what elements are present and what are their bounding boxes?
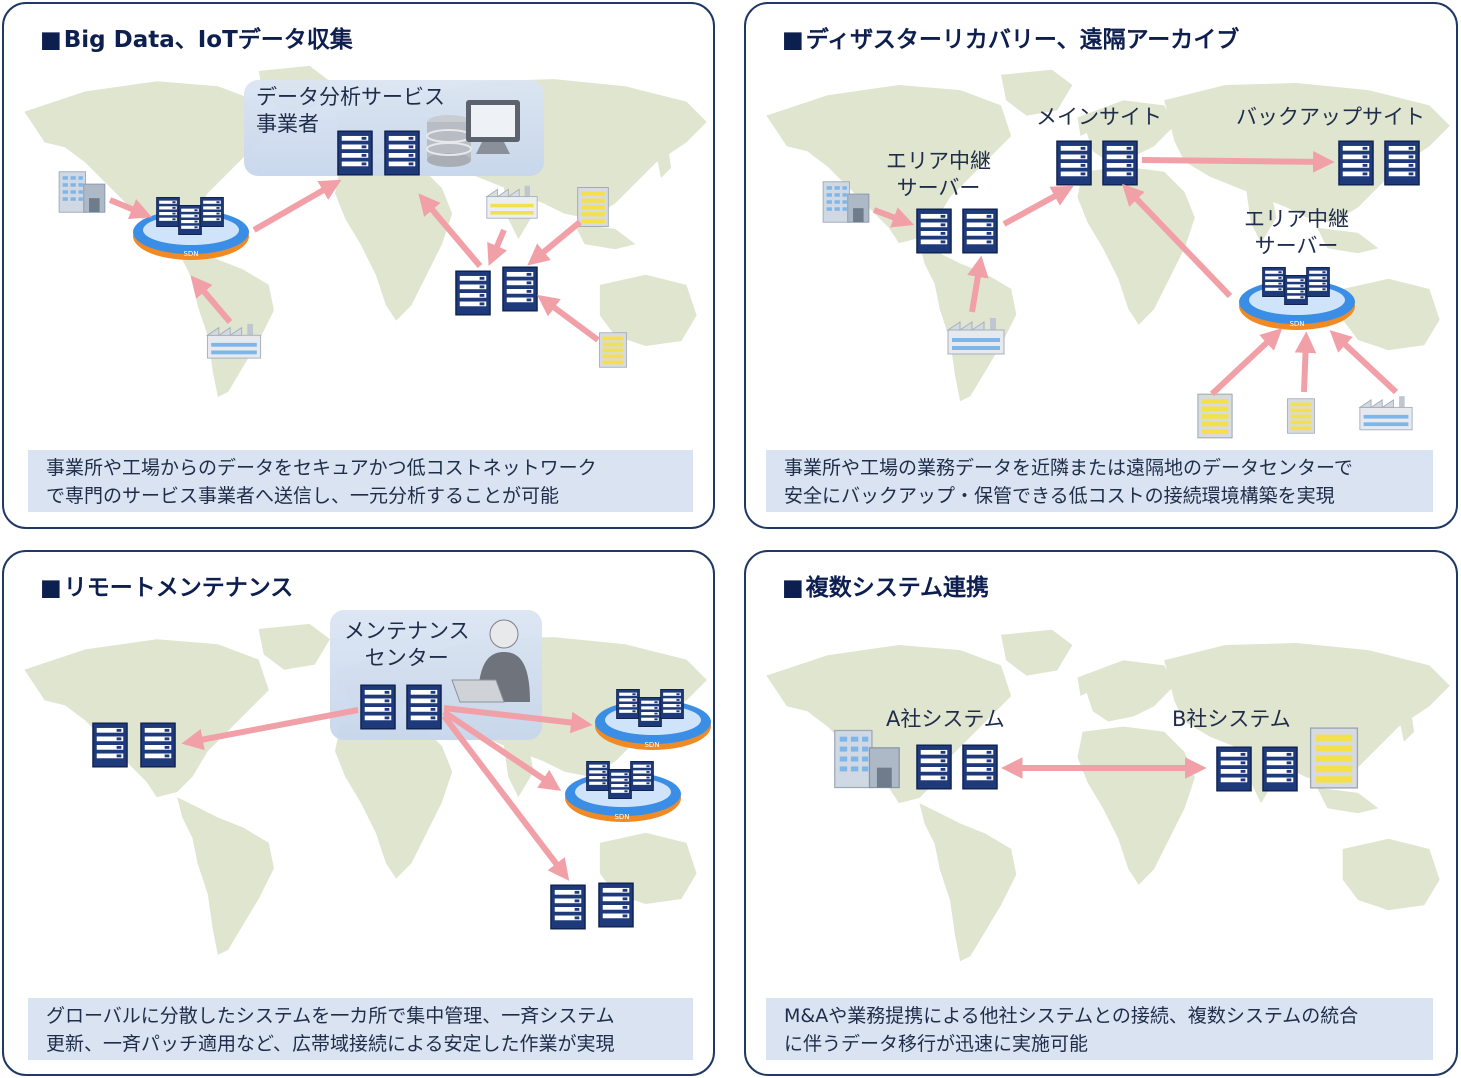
description-line: に伴うデータ移行が迅速に実施可能 bbox=[784, 1033, 1089, 1055]
server-icon bbox=[455, 270, 491, 316]
diagram-layer: SDN SDN bbox=[92, 619, 711, 930]
description-line: 事業所や工場からのデータをセキュアかつ低コストネットワーク bbox=[46, 457, 597, 479]
diagram-layer: SDN bbox=[58, 100, 627, 368]
description-line: 安全にバックアップ・保管できる低コストの接続環境構築を実現 bbox=[784, 485, 1335, 507]
server-icon bbox=[598, 882, 634, 928]
server-icon bbox=[384, 130, 420, 176]
arrow-icon bbox=[872, 151, 1399, 397]
operator-icon bbox=[451, 619, 530, 703]
diagram-layer bbox=[834, 727, 1359, 792]
database-icon bbox=[426, 115, 472, 167]
panel-title: ■リモートメンテナンス bbox=[40, 575, 294, 601]
office-building-icon bbox=[577, 186, 609, 228]
office-building-icon bbox=[1287, 398, 1315, 434]
monitor-icon bbox=[466, 100, 520, 154]
server-icon bbox=[1102, 140, 1138, 186]
main-site-label: メインサイト bbox=[1036, 105, 1162, 129]
office-building-icon bbox=[822, 181, 870, 223]
panel-description: グローバルに分散したシステムを一カ所で集中管理、一斉システム 更新、一斉パッチ適… bbox=[28, 998, 693, 1060]
arrow-icon bbox=[181, 705, 593, 881]
server-icon bbox=[1216, 746, 1252, 792]
server-icon bbox=[140, 722, 176, 768]
office-building-icon bbox=[58, 171, 106, 213]
office-building-icon bbox=[834, 729, 900, 789]
factory-icon bbox=[206, 323, 262, 359]
description-line: 更新、一斉パッチ適用など、広帯域接続による安定した作業が実現 bbox=[46, 1033, 615, 1055]
maintenance-center-label: メンテナンス センター bbox=[344, 619, 470, 670]
factory-icon bbox=[1359, 395, 1413, 431]
server-icon bbox=[92, 722, 128, 768]
arrow-icon bbox=[108, 179, 600, 343]
server-icon bbox=[550, 884, 586, 930]
relay-server-label: エリア中継 サーバー bbox=[886, 149, 991, 200]
factory-icon bbox=[947, 317, 1005, 355]
server-icon bbox=[1384, 140, 1420, 186]
server-icon bbox=[406, 684, 442, 730]
description-line: で専門のサービス事業者へ送信し、一元分析することが可能 bbox=[46, 485, 560, 507]
sdn-cloud-icon: SDN bbox=[1239, 266, 1355, 330]
svg-text:SDN: SDN bbox=[183, 250, 198, 258]
server-icon bbox=[502, 266, 538, 312]
svg-text:SDN: SDN bbox=[1289, 320, 1304, 328]
panel-multi-system: ■複数システム連携 A社システム B社システム M&Aや業務提携による他社システ… bbox=[744, 550, 1458, 1076]
svg-text:SDN: SDN bbox=[614, 813, 629, 821]
server-icon bbox=[962, 208, 998, 254]
office-building-icon bbox=[599, 332, 627, 368]
panel-remote-maintenance: ■リモートメンテナンス メンテナンス センター SDN SDN bbox=[2, 550, 715, 1076]
description-line: 事業所や工場の業務データを近隣または遠隔地のデータセンターで bbox=[784, 457, 1353, 479]
panel-disaster-recovery: ■ディザスターリカバリー、遠隔アーカイブ メインサイト バックアップサイト エリ… bbox=[744, 2, 1458, 529]
panel-description: 事業所や工場からのデータをセキュアかつ低コストネットワーク で専門のサービス事業… bbox=[28, 450, 693, 512]
panel-title: ■複数システム連携 bbox=[782, 575, 990, 601]
factory-icon bbox=[486, 185, 538, 219]
server-icon bbox=[962, 744, 998, 790]
server-icon bbox=[337, 130, 373, 176]
sdn-cloud-icon: SDN bbox=[595, 688, 711, 750]
server-icon bbox=[916, 208, 952, 254]
relay-server-label: エリア中継 サーバー bbox=[1244, 207, 1349, 258]
b-system-label: B社システム bbox=[1172, 707, 1291, 731]
service-provider-label: データ分析サービス 事業者 bbox=[256, 85, 445, 136]
server-icon bbox=[360, 684, 396, 730]
office-building-icon bbox=[1197, 393, 1233, 439]
diagram-layer: SDN bbox=[822, 140, 1420, 439]
panel-description: M&Aや業務提携による他社システムとの接続、複数システムの統合 に伴うデータ移行… bbox=[766, 998, 1433, 1060]
description-line: M&Aや業務提携による他社システムとの接続、複数システムの統合 bbox=[784, 1005, 1359, 1027]
backup-site-label: バックアップサイト bbox=[1236, 105, 1425, 129]
panel-description: 事業所や工場の業務データを近隣または遠隔地のデータセンターで 安全にバックアップ… bbox=[766, 450, 1433, 512]
panel-title: ■ディザスターリカバリー、遠隔アーカイブ bbox=[782, 27, 1240, 53]
server-icon bbox=[916, 744, 952, 790]
sdn-cloud-icon: SDN bbox=[133, 196, 249, 260]
svg-text:SDN: SDN bbox=[644, 741, 659, 749]
description-line: グローバルに分散したシステムを一カ所で集中管理、一斉システム bbox=[46, 1005, 615, 1027]
office-building-icon bbox=[1309, 727, 1359, 789]
server-icon bbox=[1262, 746, 1298, 792]
sdn-cloud-icon: SDN bbox=[565, 760, 681, 822]
a-system-label: A社システム bbox=[886, 707, 1005, 731]
server-icon bbox=[1338, 140, 1374, 186]
panel-title: ■Big Data、IoTデータ収集 bbox=[40, 27, 353, 53]
server-icon bbox=[1056, 140, 1092, 186]
panel-big-data: ■Big Data、IoTデータ収集 データ分析サービス 事業者 SDN bbox=[2, 2, 715, 529]
